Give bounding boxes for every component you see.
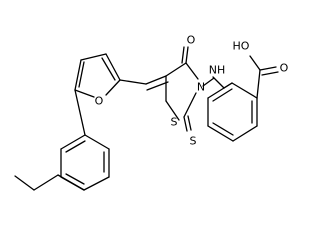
bond <box>165 62 187 77</box>
rhodanine-ring <box>165 62 199 121</box>
bond <box>249 55 261 71</box>
amine-label: NH <box>209 64 226 77</box>
bond <box>259 66 277 71</box>
bond <box>187 115 192 131</box>
bond <box>183 116 188 132</box>
bond <box>212 122 234 136</box>
bond <box>207 82 233 99</box>
chemical-structure-diagram: O O S N S NH HO O <box>14 34 289 191</box>
bond <box>84 134 110 150</box>
bond <box>60 176 85 191</box>
bond <box>105 79 121 96</box>
bond <box>212 88 233 102</box>
bond <box>74 89 95 98</box>
benzoic-acid-ring <box>207 82 258 142</box>
bond <box>101 57 116 81</box>
bond <box>74 59 82 91</box>
bond <box>256 69 261 99</box>
bond <box>80 53 107 61</box>
atom-labels: O O S N S NH HO O <box>95 34 289 148</box>
bond <box>165 100 180 121</box>
bond <box>74 89 86 136</box>
furan-ring <box>74 53 121 98</box>
bond <box>60 134 86 150</box>
bond <box>207 125 234 142</box>
bond <box>232 125 258 142</box>
ring-sulfur-label: S <box>171 116 178 129</box>
hydroxyl-label: HO <box>233 40 250 53</box>
bond <box>78 61 85 88</box>
carboxylic-acid <box>249 55 279 99</box>
furan-oxygen-label: O <box>95 95 104 108</box>
bond <box>202 77 215 87</box>
bond <box>183 92 197 118</box>
bond <box>119 79 147 85</box>
bond <box>185 62 199 80</box>
phenyl-ring <box>60 134 110 191</box>
acid-oxygen-label: O <box>280 62 289 75</box>
bond <box>261 71 279 76</box>
thione-sulfur-label: S <box>190 135 197 148</box>
bond <box>212 76 225 89</box>
carbonyl-oxygen-label: O <box>187 34 196 47</box>
bond <box>231 82 258 99</box>
bond <box>65 140 86 153</box>
bond <box>145 75 167 85</box>
bond <box>83 176 110 191</box>
bond <box>146 81 169 91</box>
ring-nitrogen-label: N <box>197 81 205 94</box>
bond <box>33 174 59 191</box>
bond <box>14 175 35 191</box>
bond <box>181 46 185 64</box>
bond <box>105 53 121 81</box>
bond <box>185 46 189 64</box>
bond <box>65 173 85 185</box>
propyl-chain <box>14 174 85 191</box>
